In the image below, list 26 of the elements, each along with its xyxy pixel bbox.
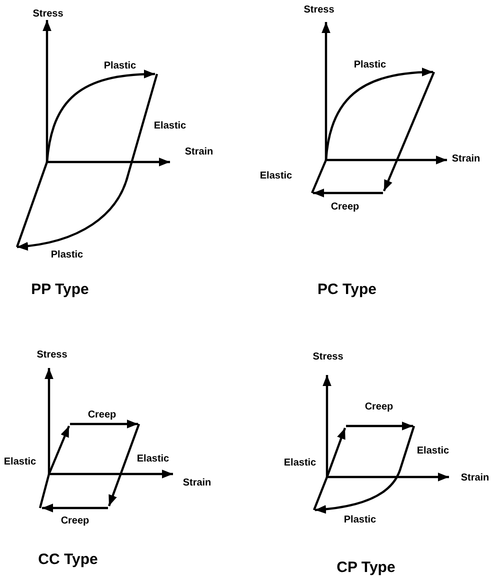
curve-label: Elastic: [154, 120, 186, 132]
curve-label: Creep: [88, 410, 116, 420]
axis-label: Stress: [32, 8, 64, 20]
curve-label: Plastic: [104, 60, 136, 72]
curve-label: Creep: [364, 402, 394, 412]
curve-label: Elastic: [4, 456, 36, 468]
curve-label: Plastic: [354, 60, 386, 70]
curve-label: Elastic: [260, 170, 292, 182]
curve-label: Plastic: [344, 514, 376, 526]
curve-label: Creep: [330, 202, 360, 212]
axis-label: Strain: [452, 154, 480, 164]
curve-label: Creep: [60, 516, 90, 526]
panel-title: CC Type: [38, 552, 98, 568]
curve-label: Elastic: [136, 454, 170, 464]
axis-label: Stress: [312, 352, 344, 362]
curve-label: Elastic: [416, 446, 450, 456]
panel-title: PP Type: [31, 282, 89, 298]
axis-label: Stress: [304, 4, 334, 16]
curve-label: Elastic: [284, 458, 316, 468]
axis-label: Strain: [182, 478, 212, 488]
axis-label: Strain: [460, 472, 490, 484]
curve-label: Plastic: [50, 250, 84, 260]
panel-title: PC Type: [318, 282, 376, 298]
axis-label: Strain: [184, 146, 214, 158]
panel-title: CP Type: [336, 560, 396, 576]
axis-label: Stress: [36, 350, 68, 360]
